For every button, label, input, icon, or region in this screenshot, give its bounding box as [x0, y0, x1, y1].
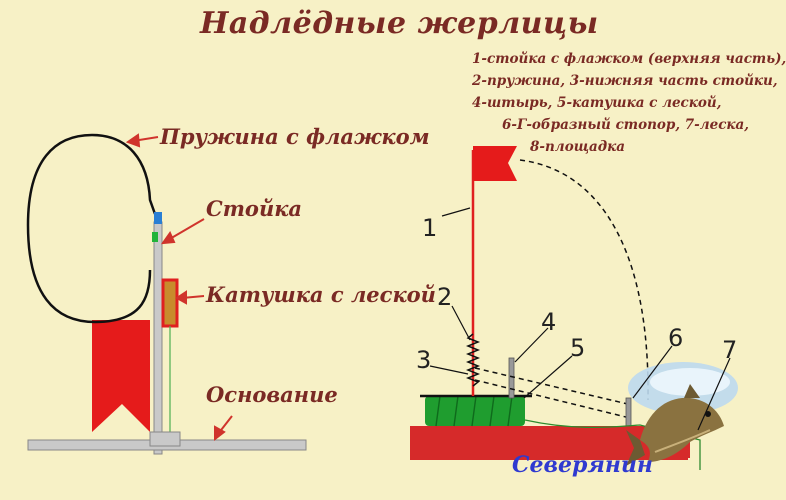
right-spring: [465, 333, 481, 387]
right-reel: [425, 396, 525, 426]
left-reel: [161, 278, 179, 328]
left-base-foot: [149, 431, 181, 447]
label-reel: Катушка с леской: [206, 282, 436, 307]
right-device: 1 2 3 4 5 6 7: [410, 146, 738, 470]
post-green-clip: [152, 232, 158, 242]
legend-line-3: 4-штырь, 5-катушка с леской,: [472, 95, 722, 111]
label-base: Основание: [206, 382, 338, 407]
legend: 1-стойка с флажком (верхняя часть), 2-пр…: [472, 48, 786, 158]
post-blue-tip: [154, 212, 162, 224]
right-flag: [473, 146, 517, 181]
legend-line-4: 6-Г-образный стопор, 7-леска,: [502, 117, 750, 133]
flag-swing-path: [519, 159, 649, 401]
left-spring-loop: [26, 133, 157, 324]
number-7: 7: [722, 336, 737, 364]
number-1: 1: [422, 214, 437, 242]
pike-fish: [626, 384, 724, 466]
diagram-title: Надлёдные жерлицы: [200, 6, 599, 41]
legend-line-5: 8-площадка: [530, 139, 626, 155]
number-4: 4: [541, 308, 556, 336]
l-stopper: [625, 397, 632, 427]
author-signature: Северянин: [512, 452, 653, 478]
diagram-canvas: 1 2 3 4 5 6 7: [26, 133, 738, 470]
number-3: 3: [416, 346, 431, 374]
arrow-post: [167, 218, 205, 241]
left-device: [26, 133, 307, 455]
number-5: 5: [570, 334, 585, 362]
fishing-line: [524, 419, 701, 470]
number-6: 6: [668, 324, 683, 352]
left-post: [153, 221, 163, 455]
legend-line-1: 1-стойка с флажком (верхняя часть),: [472, 51, 786, 67]
label-post: Стойка: [206, 196, 303, 221]
left-flag: [92, 320, 150, 432]
label-spring: Пружина с флажком: [160, 124, 430, 149]
right-pin: [508, 357, 515, 399]
legend-line-2: 2-пружина, 3-нижняя часть стойки,: [472, 73, 778, 89]
number-2: 2: [437, 283, 452, 311]
